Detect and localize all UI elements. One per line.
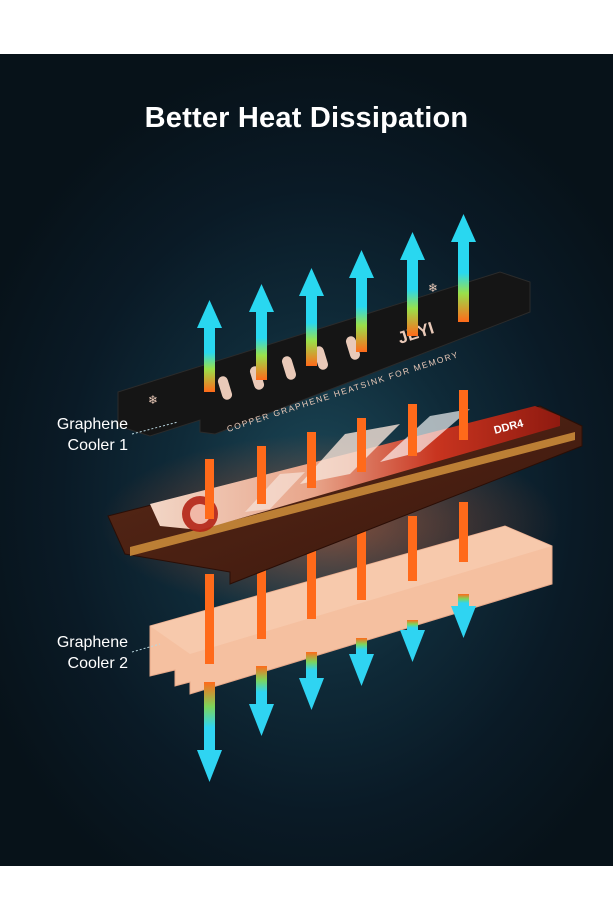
- down-arrow: [451, 594, 476, 638]
- down-arrow: [249, 666, 274, 736]
- page-title: Better Heat Dissipation: [144, 102, 469, 134]
- label-cooler-2: Graphene Cooler 2: [20, 632, 128, 674]
- up-arrow: [451, 214, 476, 322]
- svg-text:❄: ❄: [428, 281, 438, 295]
- down-arrow: [400, 620, 425, 662]
- up-arrow: [299, 268, 324, 366]
- up-arrow: [349, 250, 374, 352]
- label-cooler-2-line2: Cooler 2: [67, 655, 128, 672]
- label-cooler-1-line1: Graphene: [56, 416, 128, 433]
- hero-panel: DDR4 ❄ ❄ JEYI COPPER GRAPHENE HEATSINK F…: [0, 54, 613, 866]
- heat-dissipation-illustration: DDR4 ❄ ❄ JEYI COPPER GRAPHENE HEATSINK F…: [100, 214, 583, 782]
- label-cooler-1: Graphene Cooler 1: [20, 414, 128, 456]
- heat-rods-lower: [205, 502, 468, 664]
- up-arrow: [197, 300, 222, 392]
- svg-text:❄: ❄: [148, 393, 158, 407]
- heat-rods-upper: [205, 390, 468, 519]
- up-arrow: [249, 284, 274, 380]
- down-arrow: [299, 652, 324, 710]
- cooler-2-highlight: [150, 526, 552, 654]
- heat-up-arrows: [197, 214, 476, 392]
- down-arrow: [349, 638, 374, 686]
- down-arrow: [197, 682, 222, 782]
- cooler-2-leader: [131, 643, 161, 653]
- label-cooler-1-line2: Cooler 1: [67, 437, 128, 454]
- up-arrow: [400, 232, 425, 336]
- graphene-cooler-1: ❄ ❄: [117, 271, 531, 437]
- heat-down-arrows: [197, 594, 476, 782]
- label-cooler-2-line1: Graphene: [56, 634, 128, 651]
